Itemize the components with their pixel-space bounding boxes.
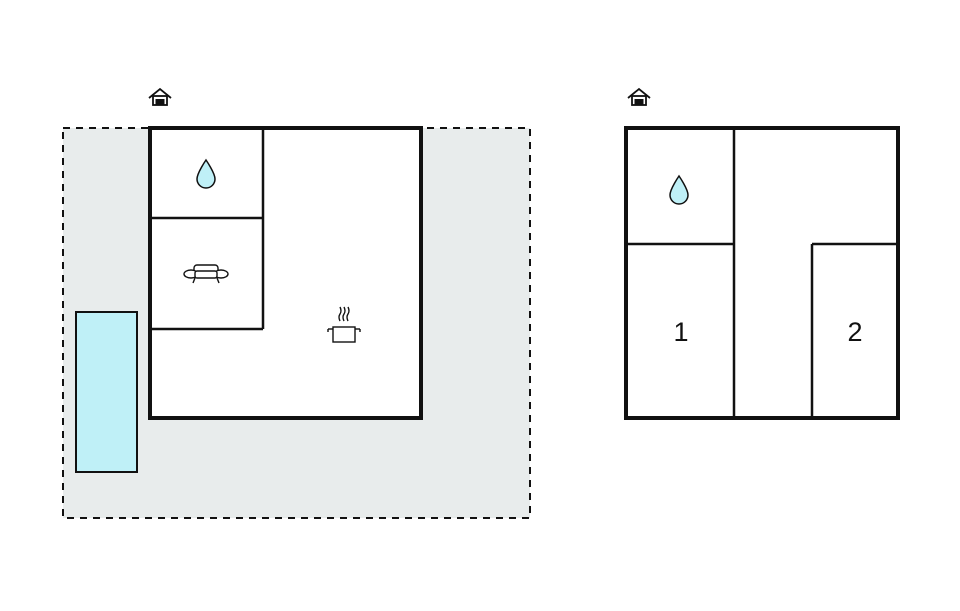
house-entrance-icon — [148, 87, 172, 106]
ground-floor-inner-walls — [150, 128, 265, 331]
first-floor-inner-walls — [626, 128, 898, 418]
water-drop-icon — [669, 174, 689, 205]
bedroom-1-number: 1 — [673, 317, 688, 347]
ground-floor-outer-walls — [148, 126, 423, 420]
water-drop-icon — [196, 158, 216, 189]
ground-floor-plan — [62, 87, 531, 519]
house-entrance-icon — [627, 87, 651, 106]
bedroom-2-number: 2 — [847, 317, 862, 347]
first-floor-outer-walls — [624, 126, 900, 420]
first-floor-interior — [626, 128, 898, 418]
cooking-pot-icon — [327, 306, 361, 343]
first-floor-plan: 1 2 — [624, 87, 900, 420]
sofa-icon — [183, 264, 229, 284]
pool — [75, 311, 138, 473]
